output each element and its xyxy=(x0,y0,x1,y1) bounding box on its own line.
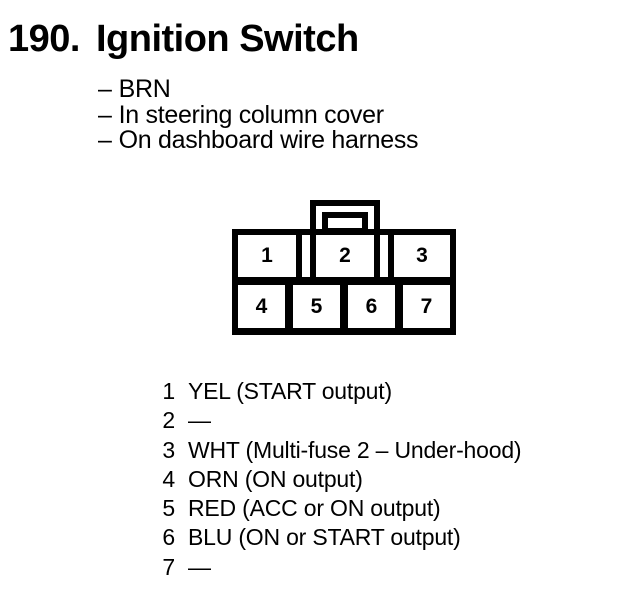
pin-row: 4 ORN (ON output) xyxy=(160,465,521,494)
pin-description: ORN (ON output) xyxy=(188,465,363,492)
pin-row: 5 RED (ACC or ON output) xyxy=(160,494,521,523)
pin-number: 1 xyxy=(162,378,175,404)
section-header: 190. Ignition Switch xyxy=(8,18,359,61)
note-text: On dashboard wire harness xyxy=(118,126,419,155)
connector-diagram: 1 2 3 4 5 6 7 xyxy=(232,200,456,335)
pin-number: 3 xyxy=(162,436,175,463)
connector-latch-slot-inner xyxy=(328,218,362,228)
note-dash: – xyxy=(98,100,112,129)
pin-description: — xyxy=(188,553,211,580)
cavity-gap-right xyxy=(380,235,388,277)
pin-row: 6 BLU (ON or START output) xyxy=(160,523,521,552)
note-item: –BRN xyxy=(98,75,418,103)
pin-row: 2 — xyxy=(160,406,521,435)
note-dash: – xyxy=(98,75,112,103)
pin-cavity-6: 6 xyxy=(348,285,395,328)
pin-description: WHT (Multi-fuse 2 – Under-hood) xyxy=(188,436,522,463)
pin-number: 5 xyxy=(162,495,175,522)
pin-description: — xyxy=(188,407,211,434)
pin-description: BLU (ON or START output) xyxy=(188,524,461,551)
pin-number: 7 xyxy=(162,553,175,580)
pin-row: 1 YEL (START output) xyxy=(160,377,521,406)
pin-cavity-1: 1 xyxy=(238,235,296,277)
pin-cavity-3: 3 xyxy=(394,235,450,277)
pin-description: RED (ACC or ON output) xyxy=(188,495,441,522)
cavity-gap-left xyxy=(302,235,310,277)
note-text: BRN xyxy=(118,75,171,103)
pin-cavity-7: 7 xyxy=(403,285,450,328)
note-dash: – xyxy=(98,126,112,155)
pin-number: 2 xyxy=(162,407,175,434)
pin-row: 7 — xyxy=(160,553,521,582)
page-title: Ignition Switch xyxy=(95,18,359,60)
pin-cavity-2: 2 xyxy=(316,235,374,277)
pin-number: 4 xyxy=(162,465,175,492)
note-item: –In steering column cover xyxy=(98,100,418,129)
pin-cavity-4: 4 xyxy=(238,285,285,328)
note-item: –On dashboard wire harness xyxy=(98,126,419,155)
pin-list: 1 YEL (START output) 2 — 3 WHT (Multi-fu… xyxy=(160,377,521,582)
note-text: In steering column cover xyxy=(118,100,384,129)
notes-list: –BRN –In steering column cover –On dashb… xyxy=(98,75,419,155)
pin-number: 6 xyxy=(162,524,175,551)
pin-description: YEL (START output) xyxy=(188,378,392,404)
section-number: 190. xyxy=(8,18,80,60)
pin-cavity-5: 5 xyxy=(293,285,340,328)
pin-row: 3 WHT (Multi-fuse 2 – Under-hood) xyxy=(160,436,521,465)
